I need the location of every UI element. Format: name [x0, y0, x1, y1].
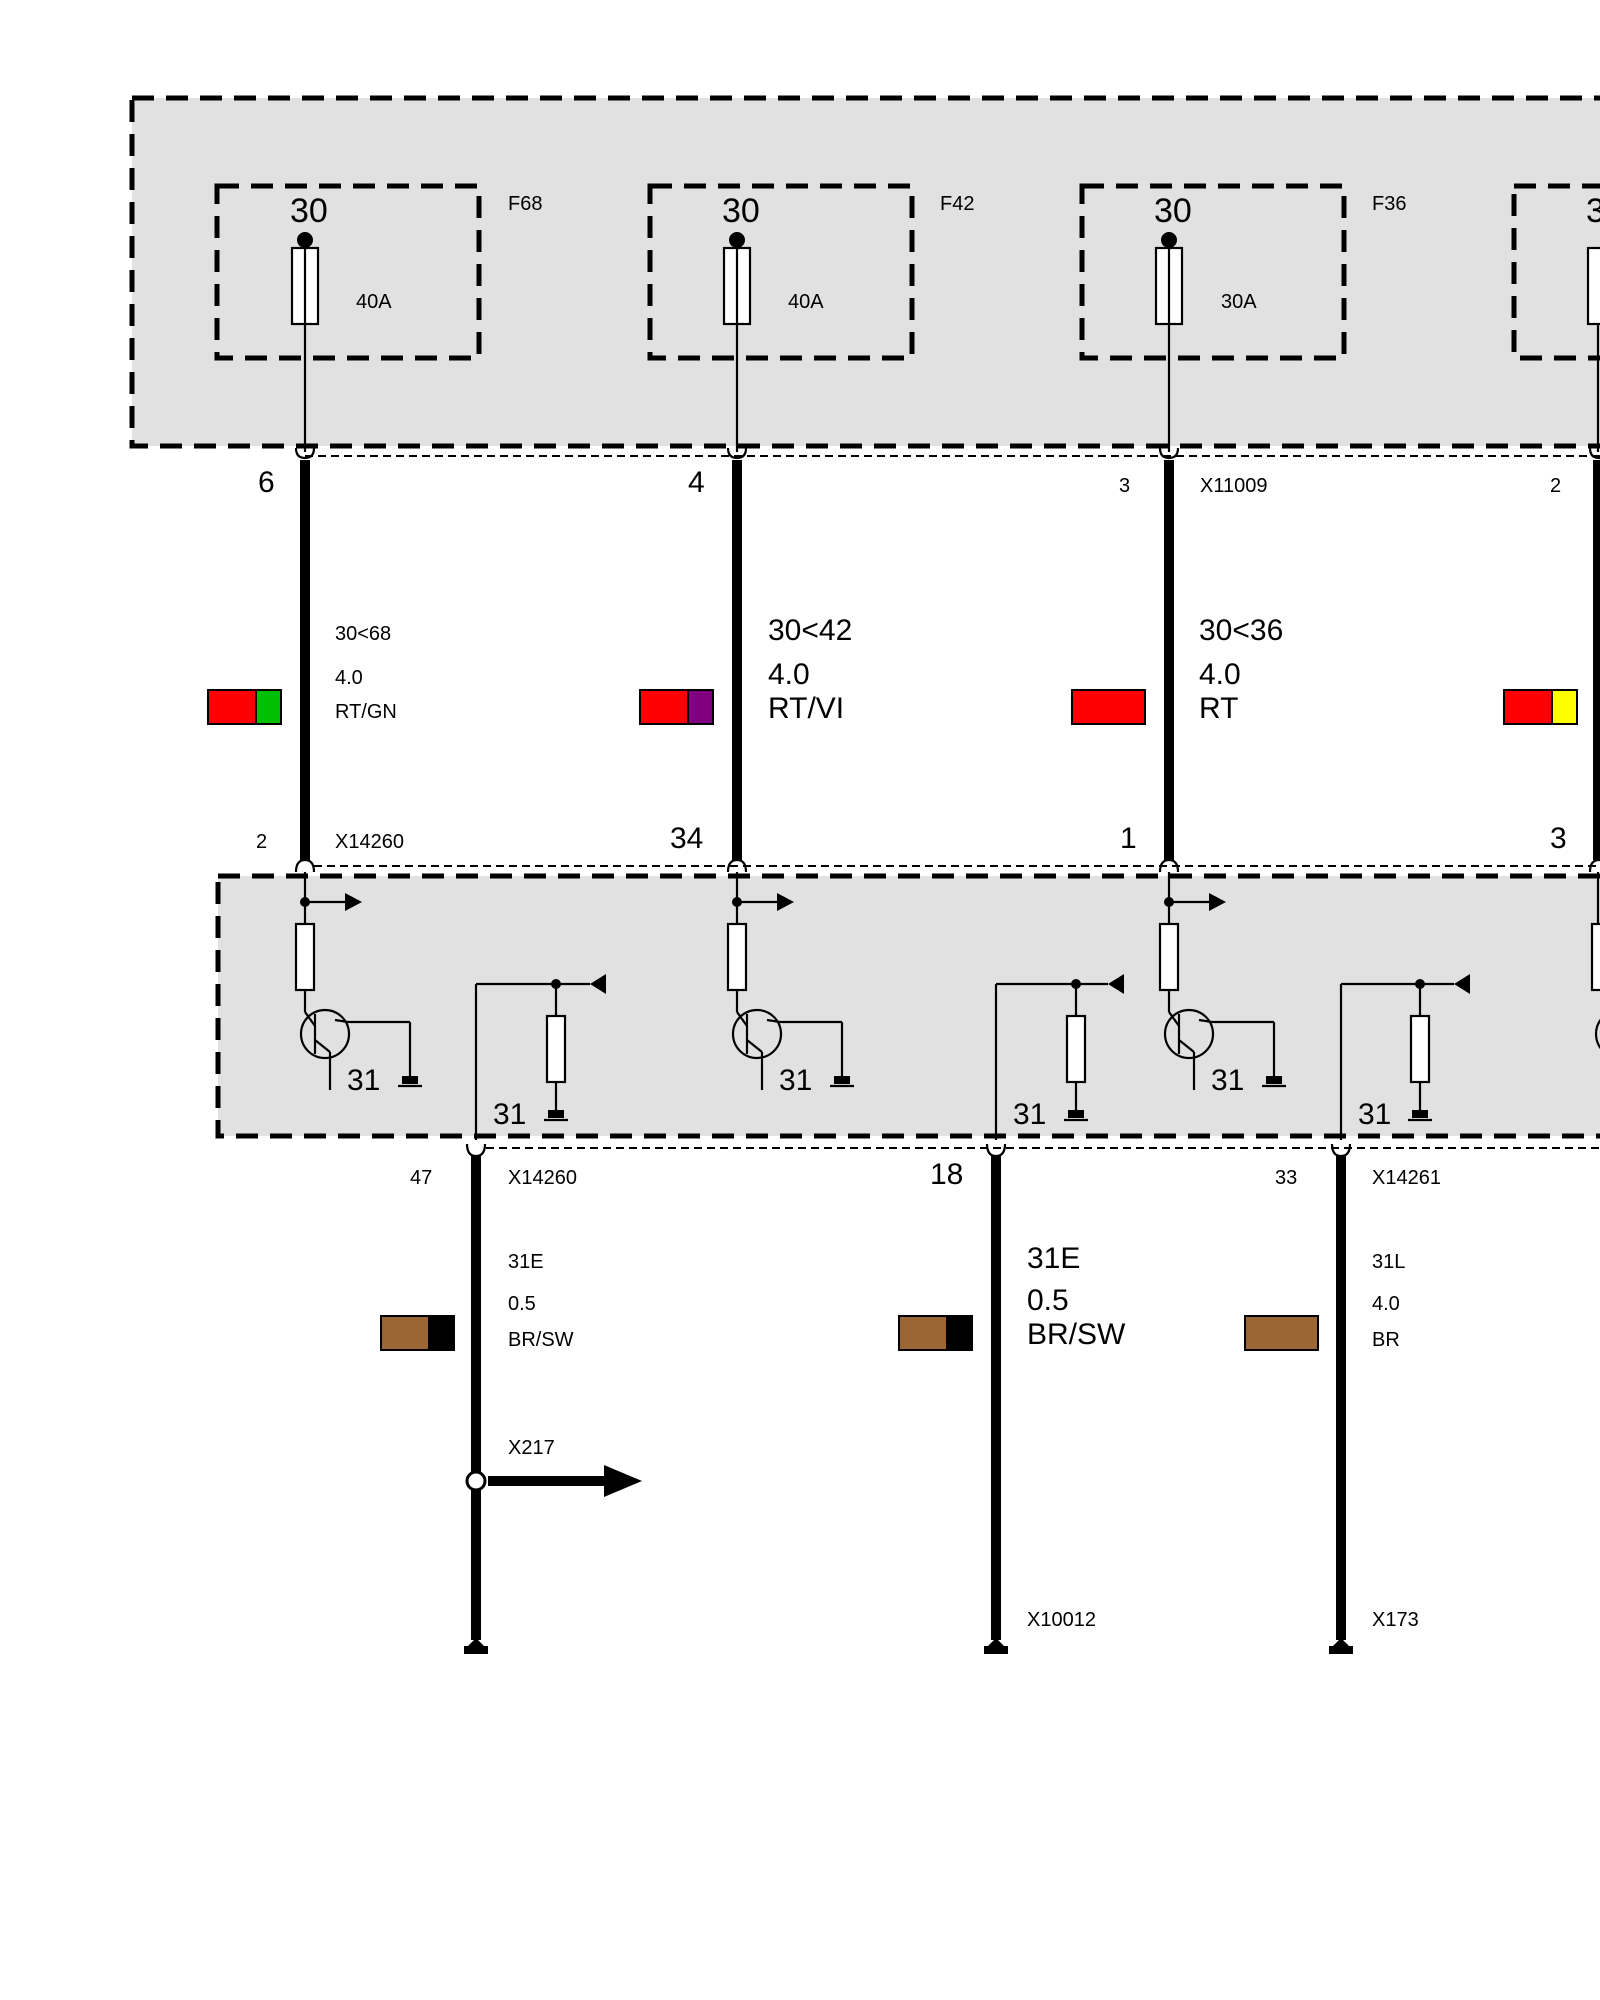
sense-stage-2: 31 — [994, 974, 1124, 1140]
fuse-f36: 30 30A F36 — [1079, 183, 1406, 452]
ground-label-2: 31 — [779, 1064, 812, 1097]
sense-stage-1: 31 — [474, 974, 606, 1140]
lower-pin-33: 33 — [1275, 1167, 1297, 1189]
upper-pin-3: 3 — [1119, 475, 1130, 497]
module-pin-1: 1 — [1120, 822, 1137, 855]
wire1-color-code: RT/GN — [335, 701, 397, 723]
wire3-gauge: 4.0 — [1199, 658, 1241, 691]
wire1-gauge: 4.0 — [335, 667, 363, 689]
fuse-f36-id: F36 — [1372, 193, 1406, 215]
upper-connector-id: X11009 — [1200, 475, 1267, 497]
wire4-color-swatch — [1503, 689, 1578, 725]
lower-wire2-color-swatch — [898, 1315, 973, 1351]
fuse-f42-rating: 40A — [788, 291, 824, 313]
ground-label-6: 31 — [1358, 1098, 1391, 1131]
sense-stage-3: 31 — [1339, 974, 1470, 1140]
driver-stage-1: 31 — [294, 872, 422, 1097]
fuse-f36-terminal: 30 — [1154, 192, 1192, 230]
fuse-f68: 30 40A F68 — [214, 183, 542, 452]
lower-wire2-gauge: 0.5 — [1027, 1284, 1069, 1317]
ground-label-5: 31 — [1013, 1098, 1046, 1131]
module-connector-id: X14260 — [335, 831, 404, 853]
ground-label-x10012: X10012 — [1027, 1609, 1096, 1631]
branch-x217-label: X217 — [508, 1437, 555, 1459]
wire1-color-swatch — [207, 689, 282, 725]
ground-label-1: 31 — [347, 1064, 380, 1097]
ground-terminal-1 — [464, 1638, 488, 1654]
fuse-f36-rating: 30A — [1221, 291, 1257, 313]
wire3-signal: 30<36 — [1199, 614, 1283, 647]
upper-pin-2: 2 — [1550, 475, 1561, 497]
lower-connector-x14260: X14260 — [508, 1167, 577, 1189]
branch-x217: X217 — [465, 1437, 642, 1497]
wire3-color-code: RT — [1199, 692, 1238, 725]
lower-wire1-gauge: 0.5 — [508, 1293, 536, 1315]
wire2-signal: 30<42 — [768, 614, 852, 647]
ground-label-x173: X173 — [1372, 1609, 1419, 1631]
wire2-color-code: RT/VI — [768, 692, 844, 725]
lower-connector-x14261: X14261 — [1372, 1167, 1441, 1189]
control-module-enclosure — [215, 873, 1600, 1139]
lower-wire3-color-swatch — [1244, 1315, 1319, 1351]
fuse-f42-terminal: 30 — [722, 192, 760, 230]
fuse-f68-terminal: 30 — [290, 192, 328, 230]
lower-wire3-gauge: 4.0 — [1372, 1293, 1400, 1315]
lower-wire3-signal: 31L — [1372, 1251, 1405, 1273]
ground-terminal-x10012: X10012 — [984, 1609, 1096, 1654]
module-pin-34: 34 — [670, 822, 703, 855]
fuse-f68-rating: 40A — [356, 291, 392, 313]
module-pin-3: 3 — [1550, 822, 1567, 855]
wire2-gauge: 4.0 — [768, 658, 810, 691]
fuse-f42-id: F42 — [940, 193, 974, 215]
lower-pin-18: 18 — [930, 1158, 963, 1191]
lower-pin-47: 47 — [410, 1167, 432, 1189]
upper-pin-6: 6 — [258, 466, 275, 499]
wire3-color-swatch — [1071, 689, 1146, 725]
lower-wire1-signal: 31E — [508, 1251, 544, 1273]
driver-stage-4-partial — [1590, 872, 1600, 1050]
fuse-f68-id: F68 — [508, 193, 542, 215]
module-pin-2: 2 — [256, 831, 267, 853]
fuse-partial: 3 — [1511, 183, 1600, 452]
fuse-partial-terminal: 3 — [1586, 192, 1600, 230]
upper-pin-4: 4 — [688, 466, 705, 499]
driver-stage-3: 31 — [1158, 872, 1286, 1097]
lower-wire2-signal: 31E — [1027, 1242, 1080, 1275]
driver-stage-2: 31 — [726, 872, 854, 1097]
wire1-signal: 30<68 — [335, 623, 391, 645]
lower-wire1-color-code: BR/SW — [508, 1329, 574, 1351]
ground-label-3: 31 — [1211, 1064, 1244, 1097]
ground-label-4: 31 — [493, 1098, 526, 1131]
fuse-f42: 30 40A F42 — [647, 183, 974, 452]
lower-wire2-color-code: BR/SW — [1027, 1318, 1126, 1351]
lower-wire3-color-code: BR — [1372, 1329, 1400, 1351]
wire2-color-swatch — [639, 689, 714, 725]
lower-wire1-color-swatch — [380, 1315, 455, 1351]
ground-terminal-x173: X173 — [1329, 1609, 1419, 1654]
